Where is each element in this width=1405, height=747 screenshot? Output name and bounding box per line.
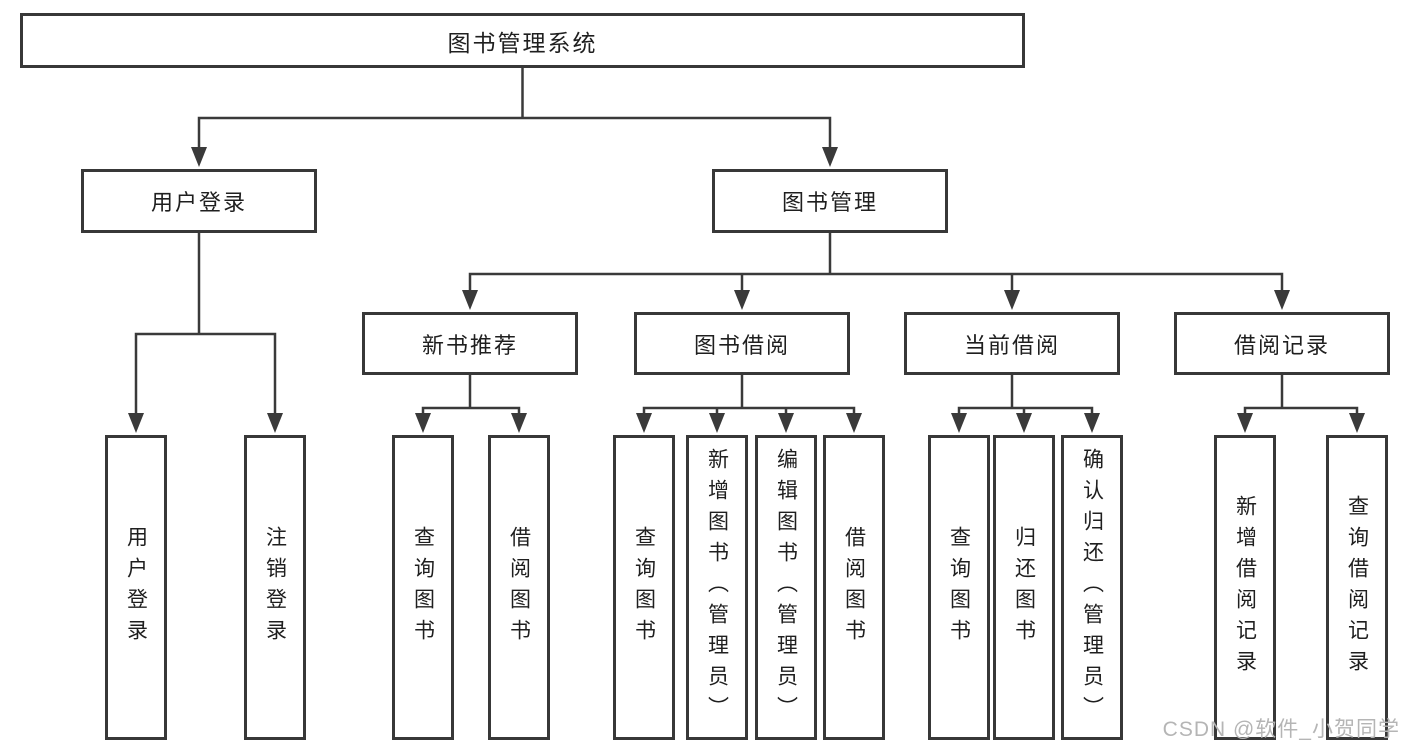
leaf-label: 新增图书（管理员）: [705, 448, 729, 727]
leaf-label: 归还图书: [1012, 525, 1036, 650]
node-user-login: 用户登录: [81, 169, 317, 233]
node-leaf-add-borrow-record: 新增借阅记录: [1214, 435, 1276, 740]
node-leaf-logout: 注销登录: [244, 435, 306, 740]
node-current-borrow: 当前借阅: [904, 312, 1120, 375]
node-new-book-recommend: 新书推荐: [362, 312, 578, 375]
node-book-management: 图书管理: [712, 169, 948, 233]
watermark: CSDN @软件_小贺同学: [1162, 718, 1400, 741]
node-leaf-edit-book-admin: 编辑图书（管理员）: [755, 435, 817, 740]
node-book-borrow: 图书借阅: [634, 312, 850, 375]
node-leaf-borrow-books-1: 借阅图书: [488, 435, 550, 740]
node-leaf-query-books-1: 查询图书: [392, 435, 454, 740]
leaf-label: 新增借阅记录: [1233, 494, 1257, 681]
node-leaf-add-book-admin: 新增图书（管理员）: [686, 435, 748, 740]
node-leaf-return-book: 归还图书: [993, 435, 1055, 740]
leaf-label: 查询图书: [411, 525, 435, 650]
leaf-label: 查询图书: [632, 525, 656, 650]
leaf-label: 注销登录: [263, 525, 287, 650]
leaf-label: 借阅图书: [842, 525, 866, 650]
node-leaf-confirm-return-admin: 确认归还（管理员）: [1061, 435, 1123, 740]
node-leaf-query-books-2: 查询图书: [613, 435, 675, 740]
leaf-label: 查询图书: [947, 525, 971, 650]
leaf-label: 确认归还（管理员）: [1080, 448, 1104, 727]
node-leaf-query-borrow-record: 查询借阅记录: [1326, 435, 1388, 740]
node-leaf-query-books-3: 查询图书: [928, 435, 990, 740]
leaf-label: 借阅图书: [507, 525, 531, 650]
leaf-label: 用户登录: [124, 525, 148, 650]
leaf-label: 查询借阅记录: [1345, 494, 1369, 681]
node-leaf-borrow-books-2: 借阅图书: [823, 435, 885, 740]
leaf-label: 编辑图书（管理员）: [774, 448, 798, 727]
node-leaf-user-login: 用户登录: [105, 435, 167, 740]
node-library-system-root: 图书管理系统: [20, 13, 1025, 68]
node-borrow-records: 借阅记录: [1174, 312, 1390, 375]
